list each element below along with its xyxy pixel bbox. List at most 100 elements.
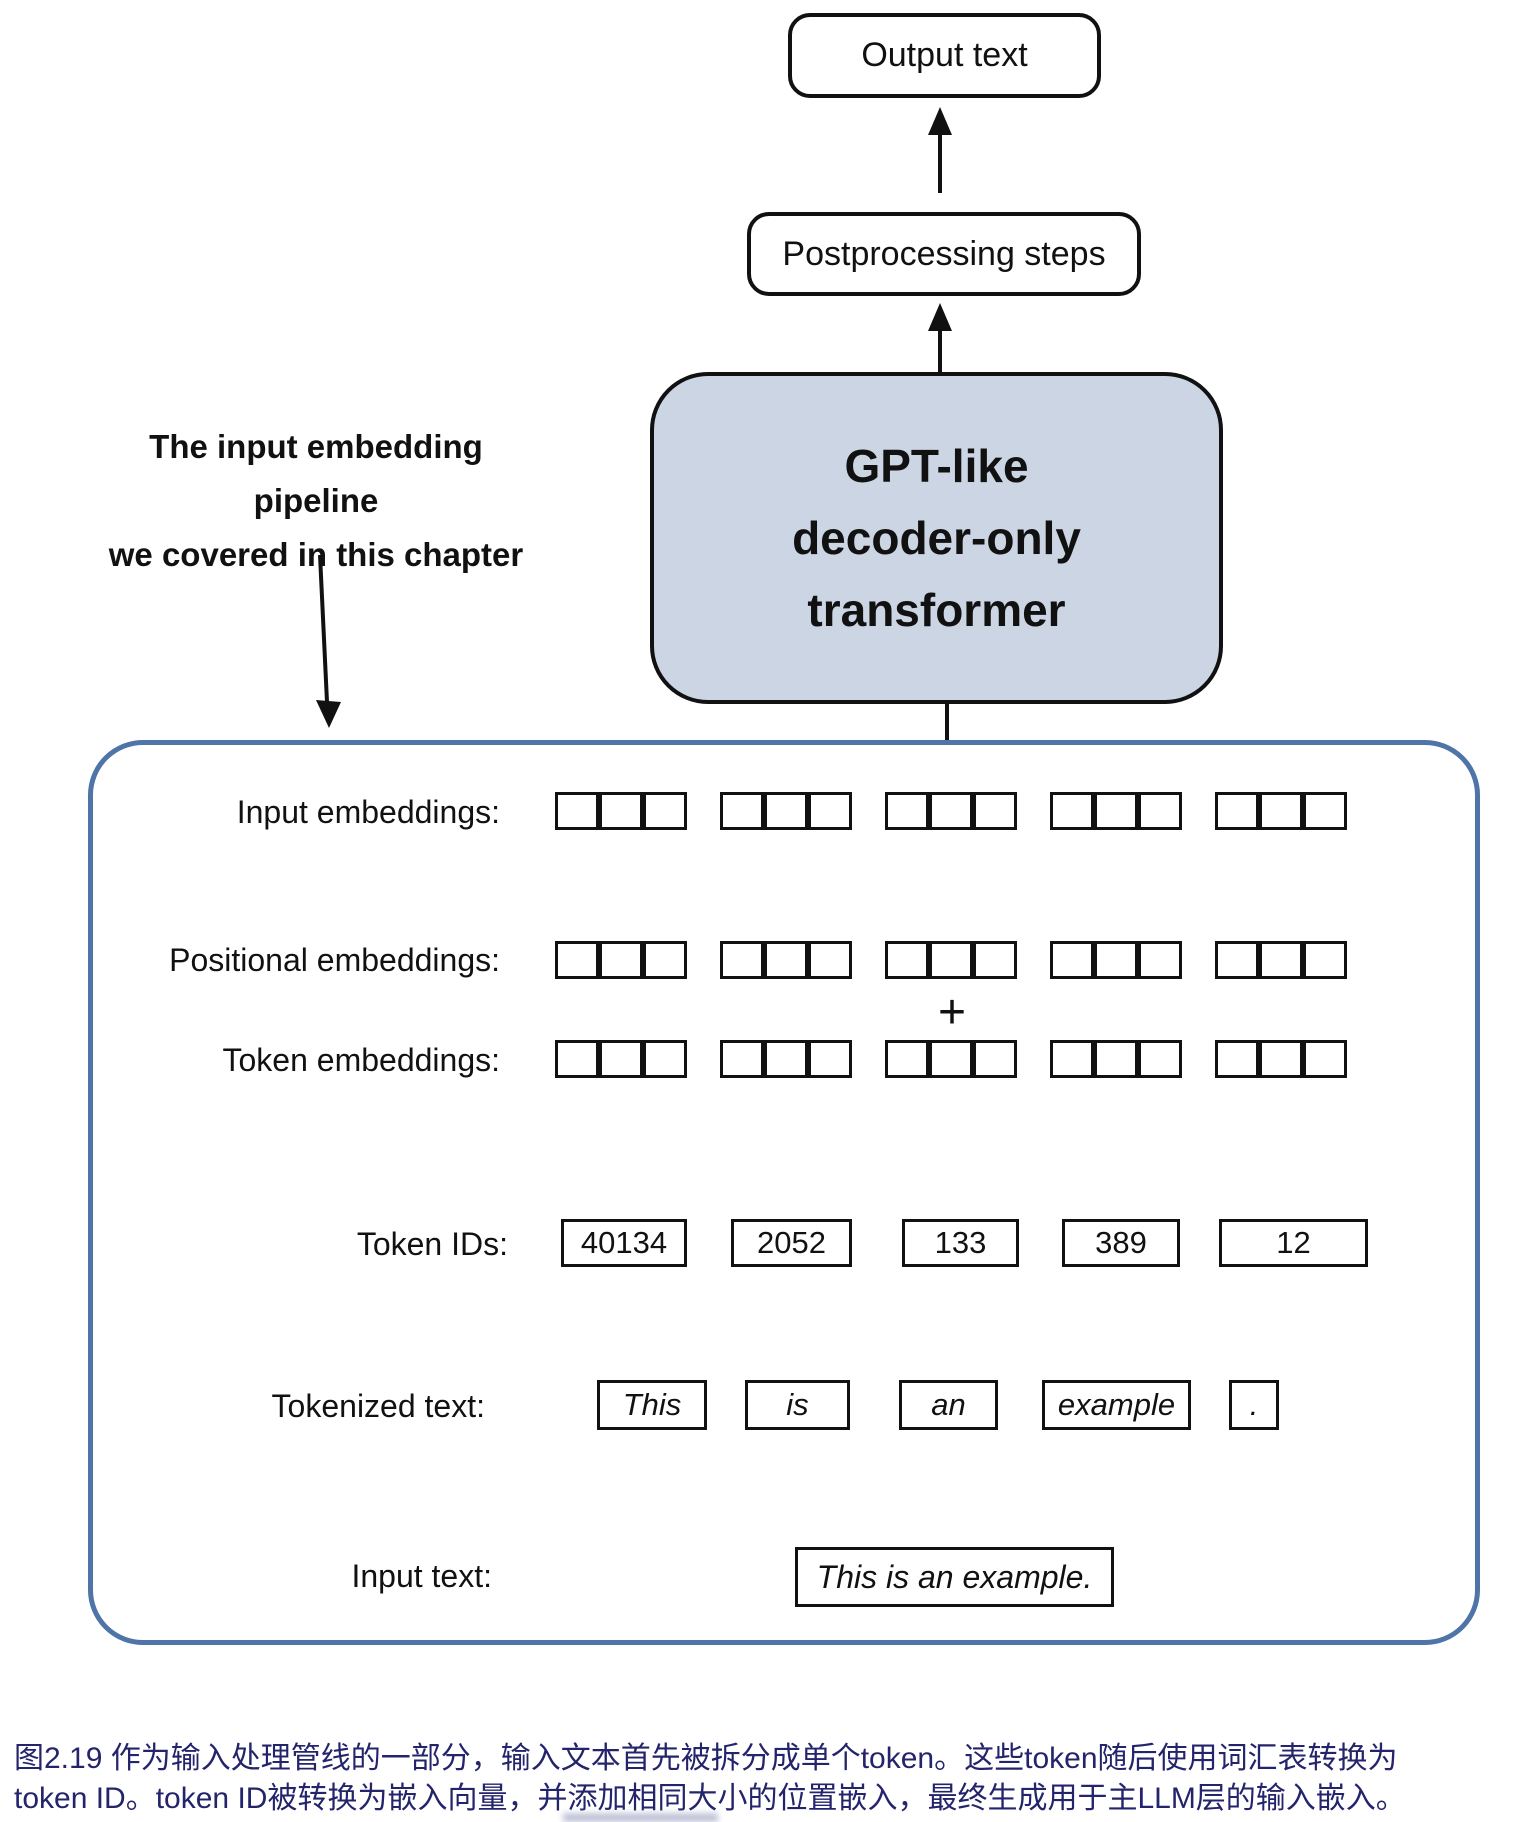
embedding-cell: [1215, 792, 1259, 830]
token-id-box: 40134: [561, 1219, 687, 1267]
annotation-line-2: we covered in this chapter: [108, 536, 524, 573]
embedding-vector: [1215, 941, 1347, 979]
embedding-cell: [1050, 941, 1094, 979]
embedding-cell: [885, 1040, 929, 1078]
embedding-cell: [1215, 1040, 1259, 1078]
embedding-cell: [555, 941, 599, 979]
embedding-cell: [1303, 941, 1347, 979]
token-box: is: [745, 1380, 850, 1430]
postprocessing-steps-label: Postprocessing steps: [782, 234, 1106, 273]
embedding-vector: [720, 941, 852, 979]
annotation-note: The input embedding pipeline we covered …: [84, 420, 548, 582]
embedding-cell: [1094, 941, 1138, 979]
token-id-box: 389: [1062, 1219, 1180, 1267]
figure-caption-line-1: 图2.19 作为输入处理管线的一部分，输入文本首先被拆分成单个token。这些t…: [14, 1742, 1398, 1775]
embedding-cell: [764, 1040, 808, 1078]
figure-caption-line-2: token ID。token ID被转换为嵌入向量，并添加相同大小的位置嵌入，最…: [14, 1782, 1406, 1815]
token-embeddings-label: Token embeddings:: [222, 1042, 500, 1078]
token-box: .: [1229, 1380, 1279, 1430]
embedding-vector: [1215, 1040, 1347, 1078]
postprocessing-steps-box: Postprocessing steps: [747, 212, 1141, 296]
embedding-cell: [1094, 792, 1138, 830]
embedding-cell: [808, 1040, 852, 1078]
embedding-cell: [808, 792, 852, 830]
embedding-cell: [599, 941, 643, 979]
embedding-cell: [1303, 1040, 1347, 1078]
embedding-vector: [885, 941, 1017, 979]
embedding-cell: [1138, 941, 1182, 979]
token-id-box: 133: [902, 1219, 1019, 1267]
cropped-text-fragment: [563, 1813, 718, 1822]
token-id-box: 12: [1219, 1219, 1368, 1267]
tokenized-text-label: Tokenized text:: [271, 1388, 485, 1424]
arrowhead-postprocessing-to-output: [928, 107, 952, 135]
token-embeddings-row: [555, 1040, 1347, 1078]
positional-embeddings-row: [555, 941, 1347, 979]
embedding-cell: [885, 941, 929, 979]
embedding-vector: [720, 1040, 852, 1078]
embedding-cell: [1138, 1040, 1182, 1078]
input-text-label: Input text:: [351, 1558, 492, 1594]
embedding-vector: [720, 792, 852, 830]
embedding-cell: [599, 792, 643, 830]
embedding-cell: [720, 1040, 764, 1078]
input-embeddings-row: [555, 792, 1347, 830]
embedding-vector: [555, 792, 687, 830]
input-text-box: This is an example.: [795, 1547, 1114, 1607]
embedding-cell: [720, 792, 764, 830]
embedding-cell: [720, 941, 764, 979]
annotation-pointer-arrowhead: [316, 700, 341, 728]
output-text-label: Output text: [861, 36, 1028, 74]
embedding-vector: [555, 1040, 687, 1078]
embedding-cell: [929, 1040, 973, 1078]
embedding-cell: [885, 792, 929, 830]
embedding-vector: [1050, 792, 1182, 830]
embedding-cell: [643, 792, 687, 830]
embedding-cell: [599, 1040, 643, 1078]
token-id-box: 2052: [731, 1219, 852, 1267]
embedding-cell: [764, 792, 808, 830]
gpt-box-line-2: decoder-only: [792, 512, 1081, 564]
embedding-cell: [1094, 1040, 1138, 1078]
embedding-vector: [1215, 792, 1347, 830]
embedding-cell: [555, 792, 599, 830]
token-box: This: [597, 1380, 707, 1430]
token-box: example: [1042, 1380, 1191, 1430]
embedding-cell: [1215, 941, 1259, 979]
embedding-vector: [885, 792, 1017, 830]
arrowhead-transformer-to-postprocessing: [928, 303, 952, 331]
embedding-cell: [1050, 1040, 1094, 1078]
embedding-cell: [808, 941, 852, 979]
embedding-cell: [764, 941, 808, 979]
annotation-line-1: The input embedding pipeline: [149, 428, 483, 519]
embedding-cell: [555, 1040, 599, 1078]
embedding-cell: [973, 1040, 1017, 1078]
plus-sign: +: [937, 986, 967, 1039]
embedding-cell: [1050, 792, 1094, 830]
embedding-cell: [643, 941, 687, 979]
gpt-box-line-1: GPT-like: [844, 440, 1029, 492]
token-ids-label: Token IDs:: [356, 1226, 508, 1262]
embedding-cell: [1259, 792, 1303, 830]
embedding-pipeline-container: [88, 740, 1480, 1645]
embedding-cell: [973, 941, 1017, 979]
embedding-cell: [1259, 941, 1303, 979]
embedding-cell: [973, 792, 1017, 830]
input-embeddings-label: Input embeddings:: [236, 794, 500, 830]
embedding-cell: [929, 941, 973, 979]
output-text-box: Output text: [788, 13, 1101, 98]
embedding-vector: [1050, 1040, 1182, 1078]
embedding-cell: [929, 792, 973, 830]
embedding-cell: [1303, 792, 1347, 830]
embedding-vector: [885, 1040, 1017, 1078]
embedding-vector: [1050, 941, 1182, 979]
gpt-transformer-box: GPT-like decoder-only transformer: [650, 372, 1223, 704]
embedding-cell: [1259, 1040, 1303, 1078]
input-text-value: This is an example.: [816, 1558, 1093, 1595]
token-box: an: [899, 1380, 998, 1430]
positional-embeddings-label: Positional embeddings:: [169, 942, 500, 978]
gpt-box-line-3: transformer: [807, 584, 1066, 636]
embedding-cell: [643, 1040, 687, 1078]
embedding-cell: [1138, 792, 1182, 830]
embedding-vector: [555, 941, 687, 979]
